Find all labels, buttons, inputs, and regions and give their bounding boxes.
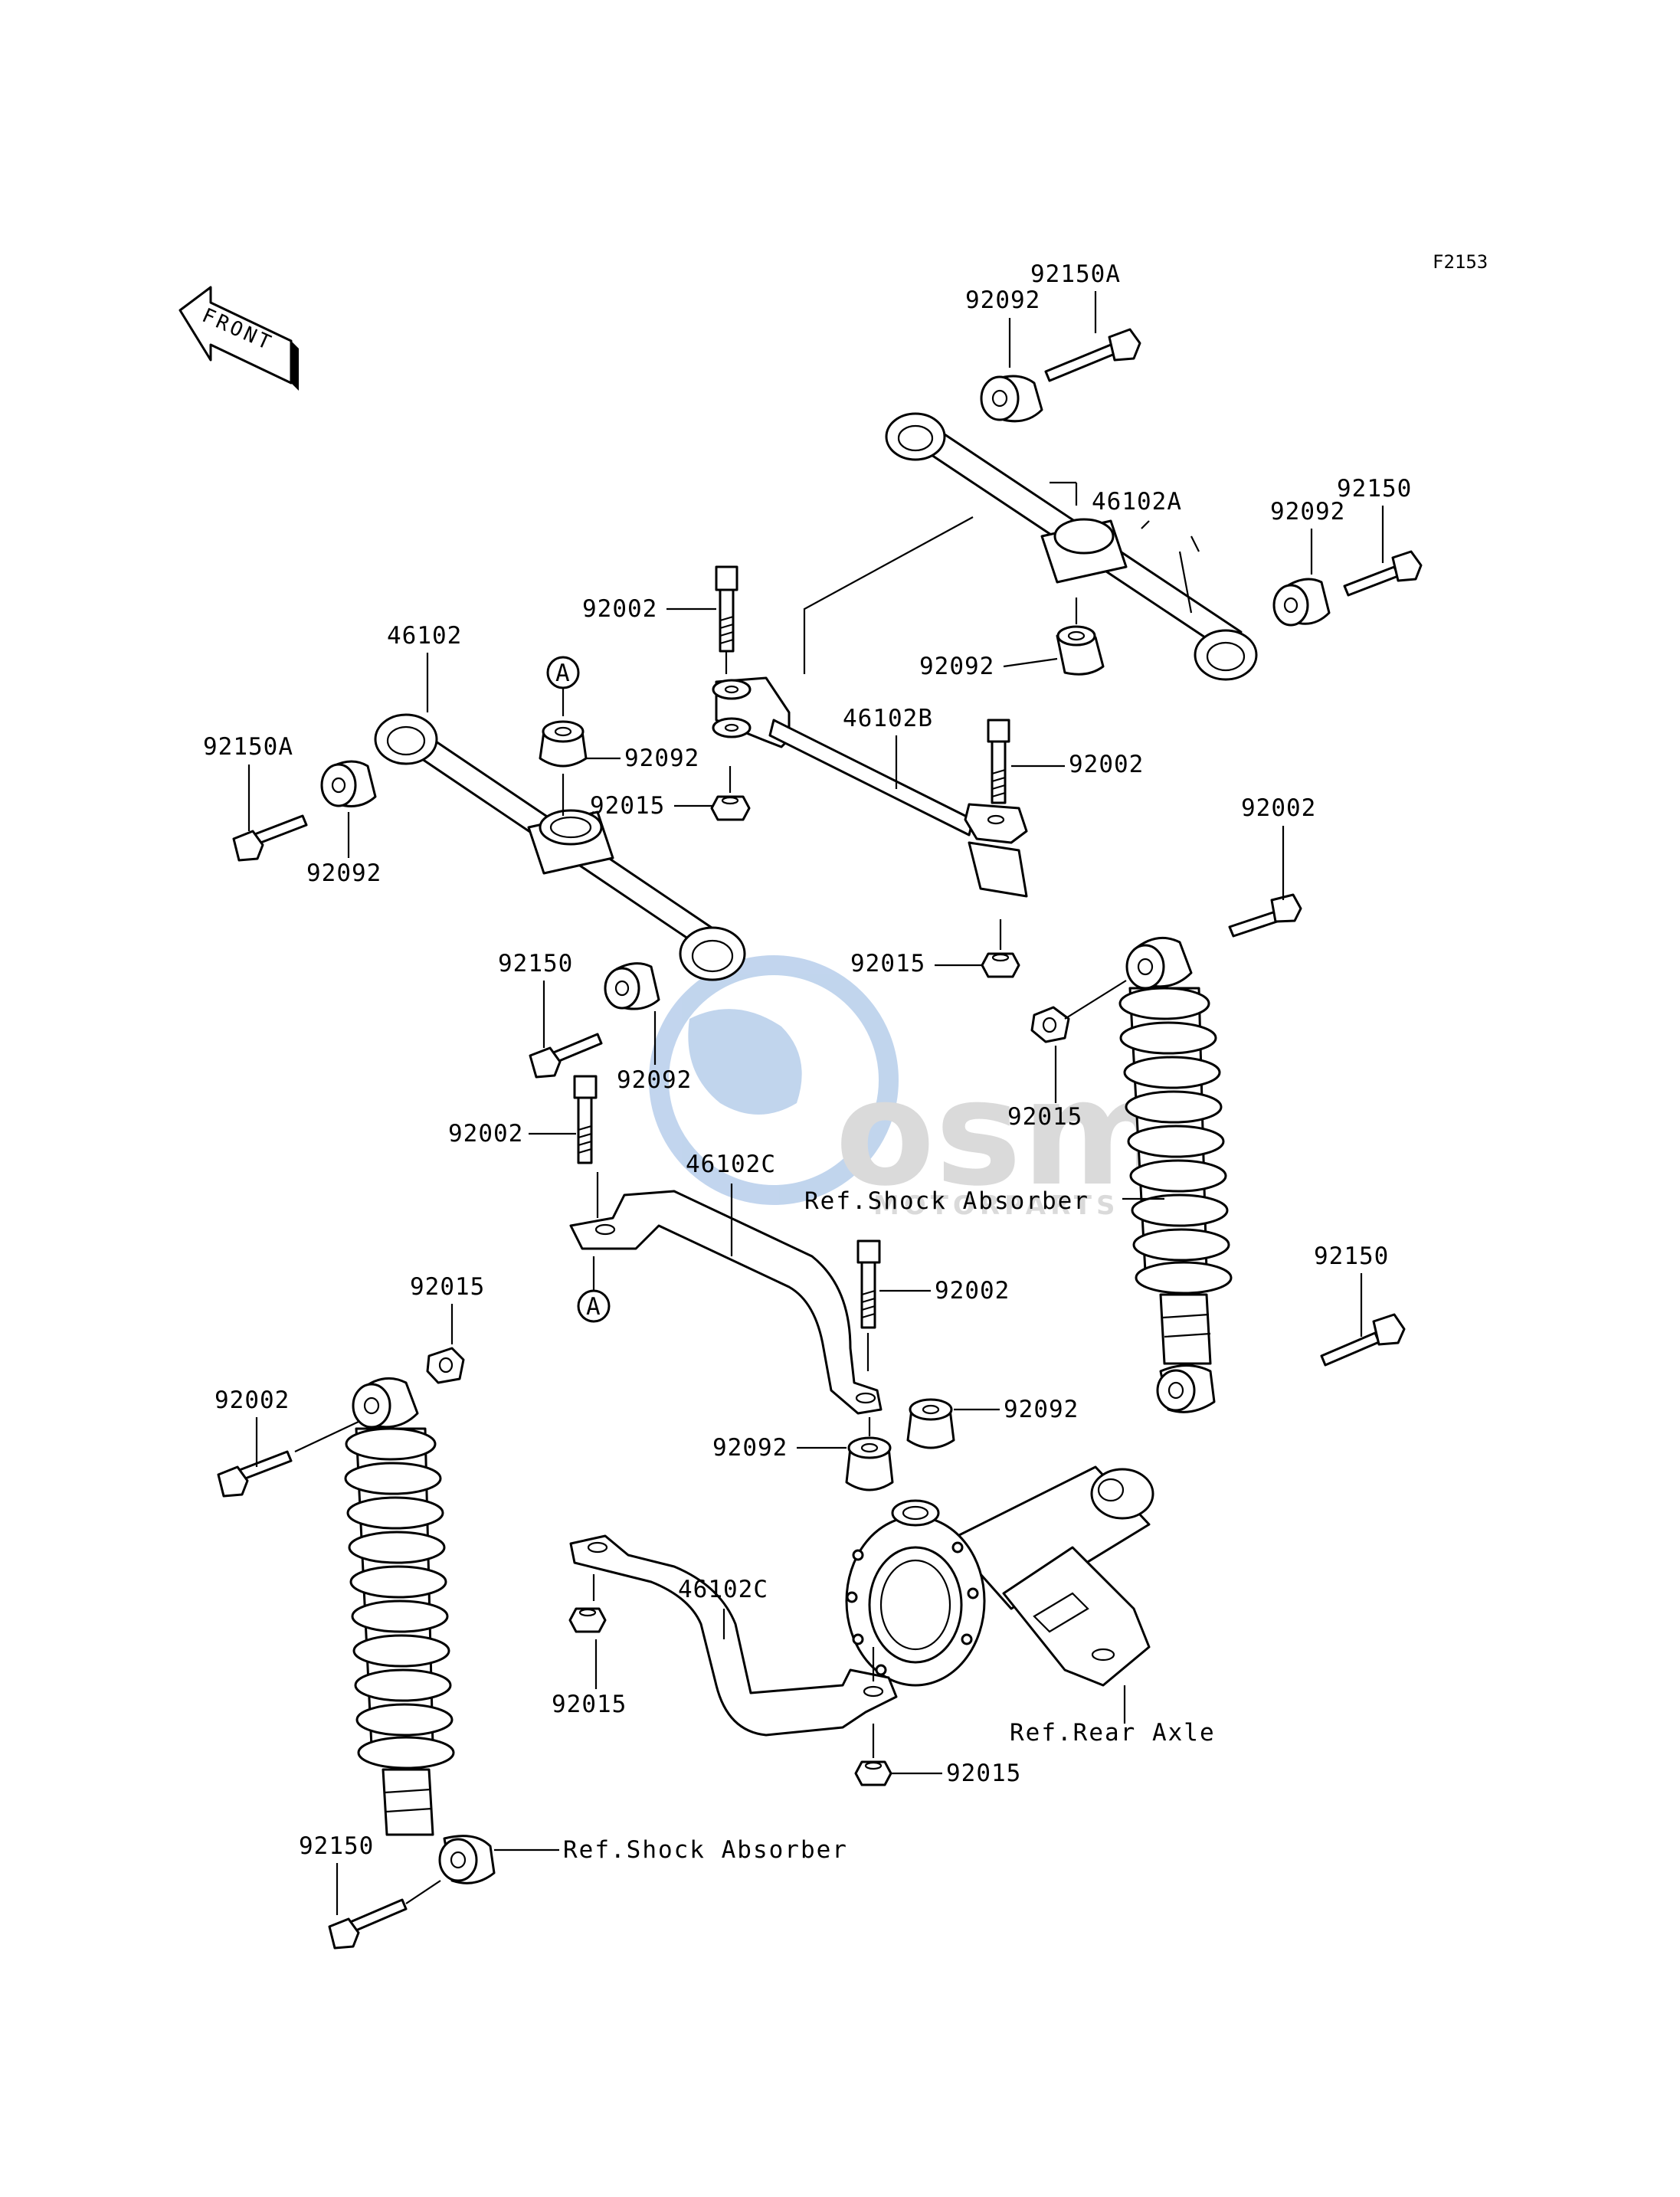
shock-absorber-right — [1118, 936, 1233, 1413]
label-46102C-bottom: 46102C — [678, 1576, 768, 1603]
bushing-92092-mid — [1056, 625, 1105, 676]
bushing-92092-right — [1272, 578, 1331, 627]
label-92015-e: 92015 — [946, 1760, 1021, 1787]
callout-A-top: A — [546, 656, 580, 689]
arm-46102 — [374, 713, 746, 981]
label-92150-r2: 92150 — [1314, 1243, 1389, 1270]
label-92150A-top: 92150A — [1030, 260, 1121, 288]
label-92092-left: 92092 — [306, 859, 382, 887]
bolt-92150-mid — [529, 1033, 603, 1079]
label-92092-right: 92092 — [1270, 498, 1345, 526]
watermark-sub: MOTORPARTS — [873, 1190, 1119, 1221]
bushing-92092-d — [906, 1398, 955, 1449]
rear-axle — [845, 1465, 1154, 1687]
arm-46102B — [712, 676, 1028, 898]
bushing-92092-b — [539, 720, 588, 768]
watermark-logo: osm MOTORPARTS — [649, 955, 1174, 1221]
ref-shock-absorber-left: Ref.Shock Absorber — [563, 1836, 848, 1864]
label-92002-c: 92002 — [1241, 794, 1316, 822]
label-92015-d: 92015 — [552, 1691, 627, 1718]
bolt-92150-r2 — [1320, 1313, 1406, 1367]
bolt-92002-a — [715, 565, 738, 653]
label-46102A: 46102A — [1092, 488, 1182, 516]
bushing-92092-top — [980, 375, 1043, 423]
label-92150A-left: 92150A — [203, 733, 293, 761]
label-92002-a: 92002 — [582, 595, 657, 623]
label-46102B: 46102B — [843, 705, 933, 732]
bolt-92150A-left — [232, 814, 308, 862]
ref-shock-absorber-right: Ref.Shock Absorber — [804, 1187, 1089, 1215]
label-92092-d: 92092 — [1004, 1396, 1079, 1423]
bracket-46102C-top — [569, 1190, 883, 1415]
arm-46102A — [885, 412, 1258, 681]
label-92015-f: 92015 — [410, 1273, 485, 1301]
bushing-92092-e — [845, 1436, 894, 1491]
label-92002-b: 92002 — [1069, 751, 1144, 778]
label-92092-c: 92092 — [617, 1066, 692, 1094]
label-92015-a: 92015 — [590, 792, 665, 820]
label-46102C-top: 46102C — [686, 1151, 776, 1178]
nut-92015-c — [1030, 1006, 1070, 1043]
figure-code: F2153 — [1433, 251, 1488, 273]
label-92150-right: 92150 — [1337, 475, 1412, 503]
bolt-92150A-top — [1044, 328, 1141, 382]
nut-92015-e — [854, 1760, 892, 1786]
bolt-92002-e — [856, 1239, 881, 1329]
nut-92015-f — [426, 1347, 465, 1384]
nut-92015-d — [568, 1607, 607, 1633]
bushing-92092-c — [604, 962, 660, 1010]
label-92150-bottom: 92150 — [299, 1832, 374, 1860]
nut-92015-b — [981, 952, 1020, 978]
label-92092-e: 92092 — [712, 1434, 788, 1462]
bolt-92150-right — [1343, 550, 1423, 597]
label-46102: 46102 — [387, 622, 462, 650]
shock-absorber-left — [344, 1377, 496, 1884]
label-92092-mid: 92092 — [919, 653, 994, 680]
nut-92015-a — [710, 795, 751, 821]
bolt-92002-d — [573, 1075, 598, 1164]
label-92002-f: 92002 — [215, 1387, 290, 1414]
callout-A-top-label: A — [555, 660, 571, 687]
bolt-92002-f — [217, 1450, 293, 1498]
callout-A-bottom-label: A — [586, 1293, 601, 1321]
bushing-92092-left — [320, 760, 377, 807]
label-92092-b: 92092 — [624, 745, 699, 772]
bolt-92002-c — [1228, 893, 1302, 938]
ref-rear-axle: Ref.Rear Axle — [1010, 1719, 1216, 1747]
bracket-46102C-bottom — [569, 1534, 898, 1737]
front-arrow-icon: FRONT — [178, 286, 299, 391]
bolt-92002-b — [987, 719, 1010, 804]
label-92002-d: 92002 — [448, 1120, 523, 1148]
label-92015-b: 92015 — [850, 950, 925, 977]
label-92002-e: 92002 — [935, 1277, 1010, 1305]
label-92150-mid: 92150 — [498, 950, 573, 977]
bolt-92150-bottom — [328, 1898, 408, 1950]
watermark-brand: osm — [835, 1049, 1174, 1218]
label-92015-c: 92015 — [1007, 1103, 1082, 1131]
callout-A-bottom: A — [577, 1289, 611, 1323]
label-92092-top: 92092 — [965, 286, 1040, 314]
